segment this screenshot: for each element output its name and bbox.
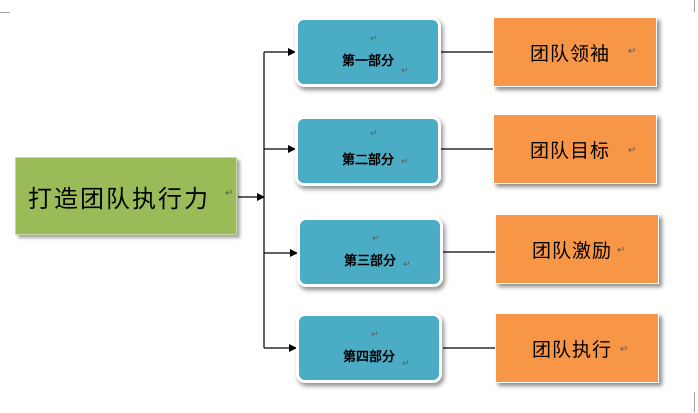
paragraph-mark: ↵ <box>371 330 379 340</box>
paragraph-mark: ↵ <box>401 157 409 167</box>
part-label-2: 第二部分 <box>341 152 394 168</box>
paragraph-mark: ↵ <box>370 34 378 44</box>
page-corner-mark-top-left <box>0 12 10 23</box>
paragraph-mark: ↵ <box>617 245 626 256</box>
part-node-1[interactable]: ↵ 第一部分 ↵ <box>295 17 441 87</box>
paragraph-mark: ↵ <box>620 344 629 355</box>
goal-node-4[interactable]: 团队执行 ↵ <box>495 313 659 383</box>
paragraph-mark: ↵ <box>370 129 378 139</box>
part-node-2[interactable]: ↵ 第二部分 ↵ <box>295 116 441 186</box>
root-label: 打造团队执行力 <box>28 184 210 213</box>
goal-label-3: 团队激励 <box>531 239 612 262</box>
paragraph-mark: ↵ <box>372 234 380 244</box>
part-label-3: 第三部分 <box>343 253 396 269</box>
paragraph-mark: ↵ <box>403 260 411 270</box>
part-node-4[interactable]: ↵ 第四部分 ↵ <box>296 313 442 383</box>
paragraph-mark: ↵ <box>628 46 637 57</box>
goal-label-2: 团队目标 <box>529 139 610 162</box>
paragraph-mark: ↵ <box>225 188 234 199</box>
paragraph-mark: ↵ <box>402 359 410 369</box>
paragraph-mark: ↵ <box>628 145 637 156</box>
goal-node-3[interactable]: 团队激励 ↵ <box>495 214 659 284</box>
goal-label-1: 团队领袖 <box>529 42 610 65</box>
page-corner-mark-top-right <box>684 0 695 12</box>
part-node-3[interactable]: ↵ 第三部分 ↵ <box>297 217 443 287</box>
root-node[interactable]: 打造团队执行力 ↵ <box>15 157 237 235</box>
goal-node-2[interactable]: 团队目标 ↵ <box>493 114 657 184</box>
goal-label-4: 团队执行 <box>531 338 612 361</box>
page-corner-mark-bottom-right <box>684 392 695 412</box>
part-label-4: 第四部分 <box>342 349 395 365</box>
paragraph-mark: ↵ <box>401 66 409 76</box>
part-label-1: 第一部分 <box>341 53 394 69</box>
goal-node-1[interactable]: 团队领袖 ↵ <box>493 17 657 87</box>
